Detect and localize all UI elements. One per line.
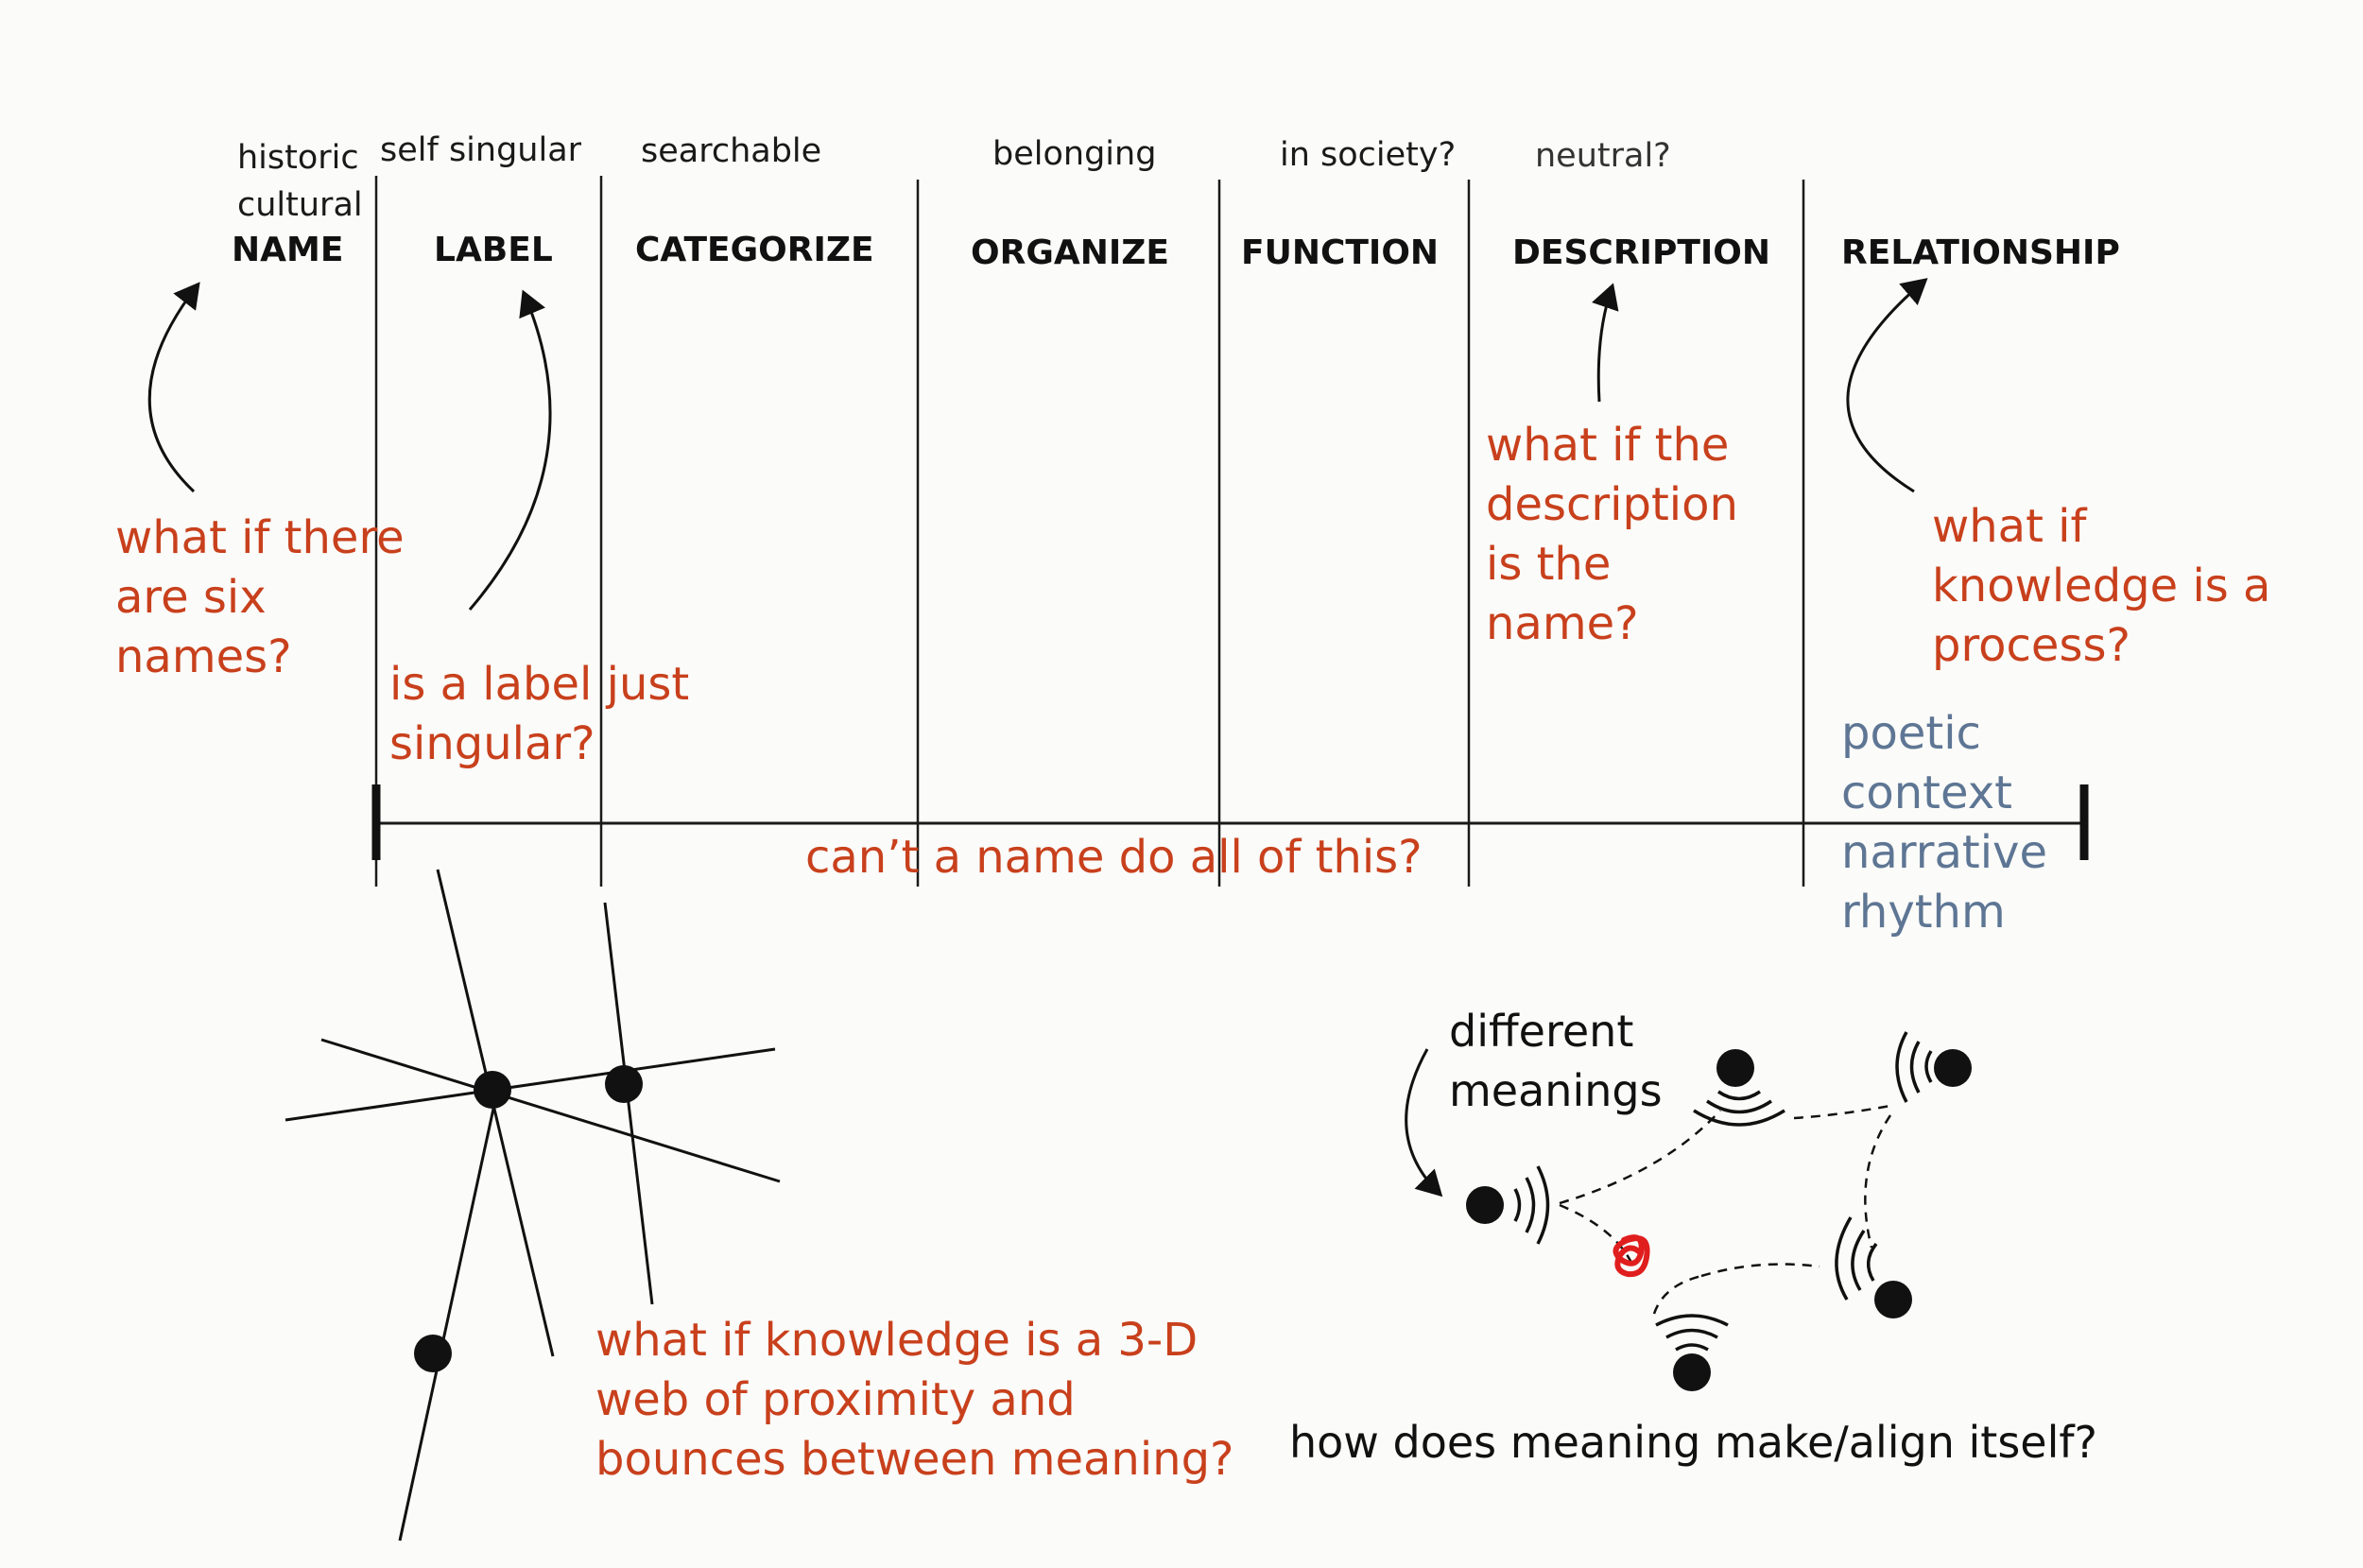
question-label-singular: is a label just singular?	[389, 658, 690, 770]
network-link	[1864, 1114, 1892, 1249]
heading-categorize: CATEGORIZE	[635, 231, 874, 269]
quality-rhythm: rhythm	[1841, 885, 2006, 939]
web-node	[605, 1065, 643, 1103]
heading-function: FUNCTION	[1241, 233, 1440, 272]
label-in-society: in society?	[1280, 136, 1457, 174]
label-searchable: searchable	[641, 132, 822, 170]
question-3d-web: what if knowledge is a 3-D web of proxim…	[595, 1314, 1234, 1486]
arrow-to-name	[147, 282, 200, 493]
question-name-all: can’t a name do all of this?	[805, 831, 1423, 884]
knowledge-web	[285, 869, 781, 1542]
meaning-node	[1466, 1186, 1504, 1224]
arrow-different-meanings	[1405, 1048, 1443, 1198]
heading-name: NAME	[232, 231, 344, 269]
heading-relationship: RELATIONSHIP	[1841, 233, 2120, 272]
web-line	[285, 1047, 776, 1122]
heading-organize: ORGANIZE	[971, 233, 1169, 272]
label-neutral: neutral?	[1535, 137, 1671, 175]
web-node	[474, 1071, 511, 1109]
question-six-names: what if there are six names?	[115, 511, 405, 683]
meaning-network	[1466, 1031, 1972, 1391]
question-knowledge-process: what if knowledge is a process?	[1932, 500, 2271, 672]
arrow-to-relationship	[1846, 278, 1928, 493]
signal-waves	[1835, 1216, 1878, 1301]
web-line	[320, 1038, 781, 1183]
network-link	[1559, 1110, 1721, 1205]
web-node	[414, 1335, 452, 1372]
heading-description: DESCRIPTION	[1512, 233, 1771, 272]
network-link	[1559, 1203, 1635, 1267]
network-link	[1793, 1104, 1891, 1120]
meaning-node	[1934, 1049, 1972, 1087]
meaning-node	[1874, 1281, 1912, 1318]
web-line	[436, 869, 555, 1357]
question-description-name: what if the description is the name?	[1486, 419, 1738, 650]
quality-context: context	[1841, 766, 2012, 819]
tangle-knot	[1613, 1234, 1650, 1278]
label-self-singular: self singular	[380, 131, 582, 169]
meaning-node	[1673, 1353, 1711, 1391]
signal-waves	[1655, 1314, 1729, 1352]
signal-waves	[1513, 1165, 1550, 1245]
signal-waves	[1895, 1031, 1933, 1103]
quality-narrative: narrative	[1841, 825, 2047, 879]
meaning-node	[1716, 1049, 1754, 1087]
relationship-qualities: poetic context narrative rhythm	[1841, 704, 2047, 942]
network-link	[1700, 1263, 1820, 1278]
heading-label: LABEL	[434, 231, 553, 269]
arrow-to-label	[468, 289, 552, 611]
network-link	[1652, 1274, 1702, 1315]
network-caption: how does meaning make/align itself?	[1289, 1417, 2097, 1468]
label-historic-cultural: historic cultural	[237, 139, 363, 224]
network-label-different-meanings: different meanings	[1449, 1006, 1663, 1117]
web-line	[603, 902, 654, 1305]
web-line	[398, 1086, 500, 1542]
signal-waves	[1693, 1090, 1785, 1127]
column-dividers	[374, 176, 1805, 887]
quality-poetic: poetic	[1841, 707, 1981, 760]
arrow-to-description	[1592, 283, 1619, 403]
label-belonging: belonging	[992, 135, 1157, 173]
